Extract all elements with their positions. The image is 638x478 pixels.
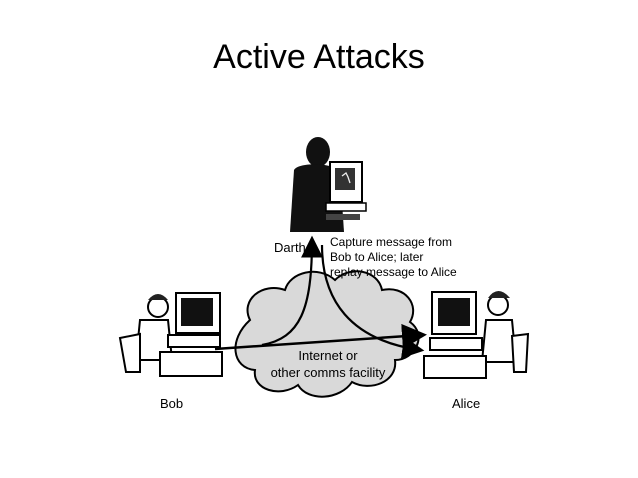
darth-figure	[290, 137, 367, 232]
bob-figure	[118, 292, 223, 377]
capture-path	[261, 235, 323, 347]
bob-to-alice-arrow	[214, 323, 427, 351]
darth-label: Darth	[274, 240, 306, 255]
slide-title: Active Attacks	[213, 38, 425, 76]
capture-note-line-1: Capture message from	[330, 235, 452, 249]
replay-path	[320, 244, 425, 359]
alice-label: Alice	[452, 396, 480, 411]
bob-label: Bob	[160, 396, 183, 411]
alice-figure	[423, 291, 530, 379]
network-label-line-1: Internet or	[298, 348, 358, 363]
capture-note-line-3: replay message to Alice	[330, 265, 457, 279]
network-label-line-2: other comms facility	[271, 365, 386, 380]
capture-note-line-2: Bob to Alice; later	[330, 250, 423, 264]
